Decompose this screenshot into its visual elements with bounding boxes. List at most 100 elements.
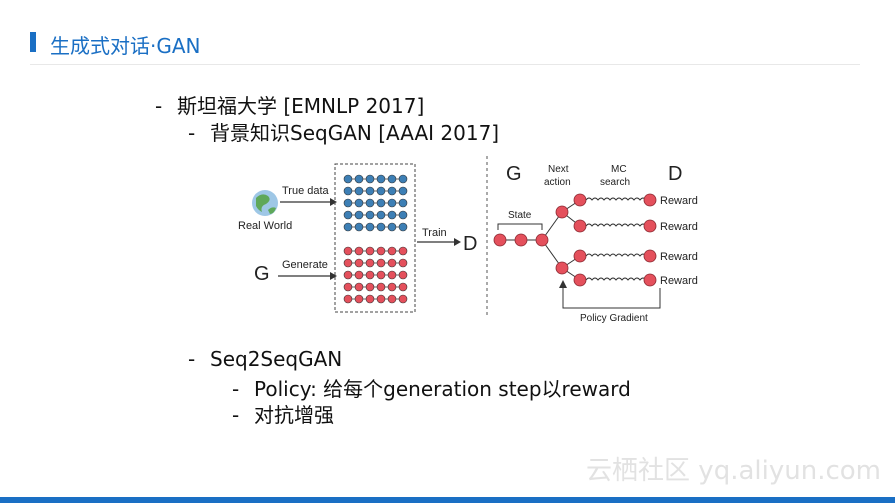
generated-token-dot [376, 270, 386, 280]
true-data-label: True data [282, 185, 330, 197]
sequence-dot-grid [343, 174, 408, 304]
generated-token-dot [387, 294, 397, 304]
mc-rollout-line [585, 197, 647, 201]
next-action-label-1: Next [548, 164, 569, 175]
generated-token-dot [365, 282, 375, 292]
real-token-dot [343, 210, 353, 220]
real-token-dot [398, 174, 408, 184]
branch-node [573, 219, 587, 233]
arrowhead [454, 238, 461, 246]
title-divider [30, 64, 860, 65]
real-token-dot [376, 222, 386, 232]
real-token-dot [365, 186, 375, 196]
real-token-dot [398, 198, 408, 208]
d-label-right: D [668, 163, 682, 185]
real-token-dot [365, 174, 375, 184]
policy-gradient-arrow [562, 286, 661, 309]
slide-title: 生成式对话·GAN [50, 34, 201, 58]
generated-token-dot [365, 270, 375, 280]
real-token-dot [365, 210, 375, 220]
real-token-dot [343, 186, 353, 196]
generated-token-dot [376, 246, 386, 256]
generated-token-dot [354, 258, 364, 268]
real-token-dot [387, 210, 397, 220]
bottom-accent-bar [0, 497, 895, 503]
g-label-right: G [506, 163, 522, 185]
generated-token-dot [354, 246, 364, 256]
rollout-end-node [643, 273, 657, 287]
real-token-dot [398, 210, 408, 220]
generate-label: Generate [282, 259, 328, 271]
state-chain [493, 193, 587, 287]
generated-token-dot [354, 294, 364, 304]
bullet-text: Seq2SeqGAN [210, 347, 343, 371]
mc-rollout-line [585, 277, 647, 281]
generated-token-dot [387, 258, 397, 268]
real-token-dot [376, 174, 386, 184]
generated-token-dot [376, 258, 386, 268]
generated-token-dot [354, 270, 364, 280]
bullet-text: 斯坦福大学 [EMNLP 2017] [177, 94, 425, 118]
real-token-dot [354, 174, 364, 184]
next-action-label-2: action [544, 177, 571, 188]
generated-token-dot [365, 258, 375, 268]
mc-rollout-line [585, 253, 647, 257]
mc-search-label-1: MC [611, 164, 627, 175]
generated-token-dot [387, 246, 397, 256]
bullet-level3-policy: -Policy: 给每个generation step以reward [232, 373, 631, 402]
real-token-dot [343, 198, 353, 208]
mc-search-label-2: search [600, 177, 630, 188]
reward-label: Reward [660, 195, 698, 207]
generated-token-dot [398, 282, 408, 292]
generated-token-dot [365, 246, 375, 256]
generated-token-dot [387, 270, 397, 280]
train-label: Train [422, 227, 447, 239]
bullet-level3-adversarial: -对抗增强 [232, 399, 334, 428]
policy-gradient-label: Policy Gradient [580, 313, 648, 324]
generated-token-dot [398, 246, 408, 256]
d-label-left: D [463, 233, 477, 255]
action-node [555, 261, 569, 275]
real-token-dot [376, 198, 386, 208]
real-token-dot [354, 186, 364, 196]
rollout-end-node [643, 193, 657, 207]
generated-token-dot [343, 246, 353, 256]
generated-token-dot [387, 282, 397, 292]
real-token-dot [387, 222, 397, 232]
arrowhead [330, 272, 337, 280]
generated-token-dot [343, 282, 353, 292]
state-label: State [508, 210, 532, 221]
arrowhead [330, 198, 337, 206]
globe-icon [252, 190, 278, 216]
state-bracket [497, 223, 543, 230]
generated-token-dot [398, 270, 408, 280]
real-token-dot [398, 222, 408, 232]
real-token-dot [387, 174, 397, 184]
rollout-end-node [643, 219, 657, 233]
reward-label: Reward [660, 275, 698, 287]
real-token-dot [387, 198, 397, 208]
seqgan-figure: Real World True data G Generate Train D … [238, 156, 698, 324]
state-node [535, 233, 549, 247]
real-token-dot [376, 186, 386, 196]
real-token-dot [365, 198, 375, 208]
watermark: 云栖社区 yq.aliyun.com [586, 456, 881, 486]
mc-rollout-line [585, 223, 647, 227]
generated-token-dot [376, 282, 386, 292]
real-token-dot [387, 186, 397, 196]
bullet-level2-seqgan: -背景知识SeqGAN [AAAI 2017] [188, 117, 499, 146]
generated-token-dot [343, 270, 353, 280]
g-label-left: G [254, 263, 270, 285]
bullet-text: 背景知识SeqGAN [AAAI 2017] [210, 121, 500, 145]
generated-token-dot [398, 258, 408, 268]
real-token-dot [343, 174, 353, 184]
bullet-dash: - [155, 94, 163, 118]
bullet-text: 对抗增强 [254, 403, 334, 427]
generated-token-dot [376, 294, 386, 304]
bullet-level2-seq2seqgan: -Seq2SeqGAN [188, 347, 342, 371]
bullet-dash: - [188, 121, 196, 145]
arrowhead [559, 280, 567, 288]
action-node [555, 205, 569, 219]
real-token-dot [343, 222, 353, 232]
rollout-end-node [643, 249, 657, 263]
